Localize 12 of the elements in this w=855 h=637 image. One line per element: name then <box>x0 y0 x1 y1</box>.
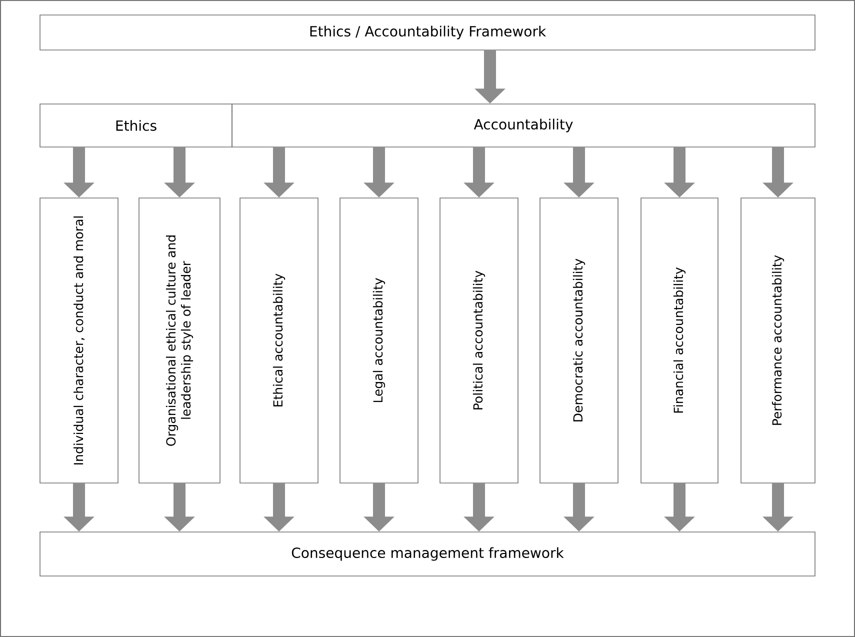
framework-box: Accountability <box>232 104 816 148</box>
category-box: Legal accountability <box>340 198 418 484</box>
category-box: Performance accountability <box>740 198 816 484</box>
framework-box: Consequence management framework <box>40 532 816 576</box>
category-box: Organisational ethical culture and leadership style of leader <box>138 198 220 484</box>
category-box: Individual character, conduct and moral <box>40 198 118 484</box>
category-box: Democratic accountability <box>540 198 618 484</box>
framework-box: Ethics / Accountability Framework <box>40 14 816 50</box>
category-box: Ethical accountability <box>240 198 318 484</box>
framework-box: Ethics <box>40 104 232 148</box>
category-box: Financial accountability <box>640 198 718 484</box>
category-box: Political accountability <box>440 198 518 484</box>
